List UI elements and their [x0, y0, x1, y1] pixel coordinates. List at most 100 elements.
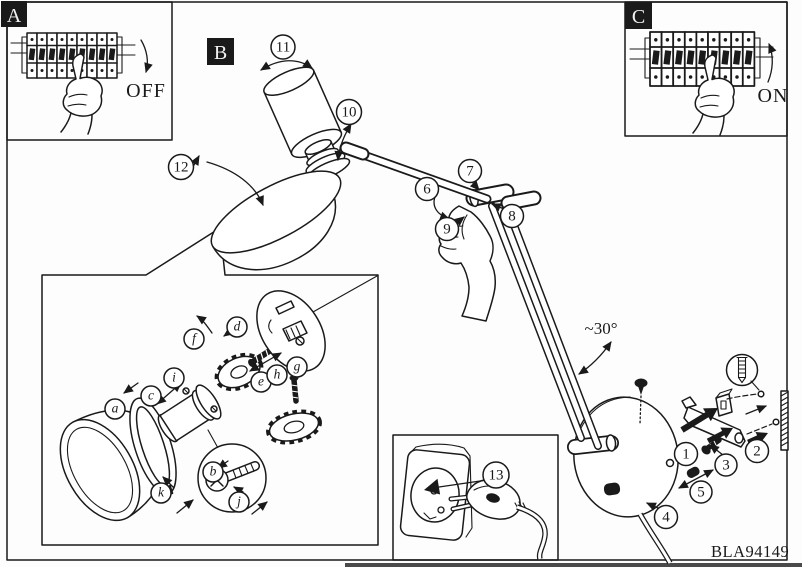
leader-5 — [678, 469, 714, 489]
callout-2: 2 — [744, 438, 770, 464]
callout-g: g — [286, 356, 308, 378]
svg-text:d: d — [234, 319, 241, 334]
breaker-on-panel: C ON — [624, 1, 789, 137]
callout-10: 10 — [335, 98, 363, 126]
swivel-angle-annotation: ~30° — [578, 319, 618, 375]
anchor-leader-1 — [726, 393, 758, 400]
callout-8: 8 — [499, 203, 525, 229]
plug-box-frame — [392, 434, 559, 561]
callout-7: 7 — [457, 158, 483, 184]
breaker-off-panel: A OFF — [1, 1, 173, 141]
on-state-text: ON — [758, 85, 789, 107]
wall-section — [780, 390, 789, 451]
wall-lamp-assembly: ~30° 1 2 3 4 5 6 7 8 9 10 11 12 — [167, 34, 789, 565]
callout-a: a — [104, 398, 126, 420]
svg-text:~30°: ~30° — [585, 319, 618, 338]
svg-text:9: 9 — [443, 221, 451, 237]
callout-j: j — [228, 491, 250, 513]
model-number: BLA94149 — [711, 542, 789, 561]
svg-text:j: j — [235, 494, 241, 509]
head-rotate-arrow — [334, 123, 352, 162]
callout-c: c — [140, 385, 162, 407]
svg-text:11: 11 — [276, 39, 290, 55]
gimbal-ring-lower — [266, 409, 322, 445]
callout-1: 1 — [673, 441, 699, 467]
svg-text:b: b — [210, 464, 217, 479]
leader-2 — [745, 405, 767, 415]
svg-text:7: 7 — [466, 163, 474, 179]
panel-c-frame — [624, 1, 788, 137]
numbered-callouts: 1 2 3 4 5 6 7 8 9 10 11 12 — [167, 34, 770, 530]
pivot-cylinder — [605, 434, 617, 452]
callout-k: k — [150, 482, 172, 504]
svg-text:6: 6 — [423, 181, 431, 197]
callout-3: 3 — [714, 453, 738, 477]
head-tilt-arrow — [260, 59, 313, 71]
scan-edge-artifact — [345, 563, 802, 567]
panel-c-label: C — [632, 6, 645, 28]
zoom-leader — [207, 429, 219, 449]
shade-sweep-arrow — [206, 161, 264, 206]
callout-9: 9 — [434, 216, 460, 242]
attach-arrow-1 — [680, 408, 718, 433]
callout-4: 4 — [653, 504, 679, 530]
lower-arm-rods — [488, 202, 602, 450]
lamp-arms — [339, 141, 619, 455]
off-state-text: OFF — [126, 80, 166, 102]
svg-text:f: f — [192, 331, 198, 346]
svg-text:10: 10 — [342, 104, 357, 120]
callout-i: i — [163, 367, 185, 389]
swivel-arc-arrow — [578, 341, 612, 375]
panel-a-label: A — [7, 5, 22, 27]
attach-arrow-3 — [706, 427, 733, 444]
svg-text:k: k — [158, 485, 165, 500]
lamp-shade — [210, 170, 342, 271]
svg-text:8: 8 — [508, 208, 516, 224]
plate-screw-hole — [665, 458, 675, 468]
turn-on-arrow — [767, 43, 777, 83]
leader-7 — [469, 180, 480, 191]
callout-13: 13 — [424, 461, 510, 495]
callout-d: d — [226, 316, 248, 338]
leader-3 — [709, 444, 724, 456]
svg-text:2: 2 — [753, 443, 761, 459]
svg-text:5: 5 — [697, 484, 705, 500]
anchor-hole-2 — [772, 418, 780, 426]
exploded-view-box: a b c d e f g h i j k — [41, 227, 379, 546]
callout-h: h — [266, 364, 288, 386]
wall-plate — [573, 396, 679, 565]
housing-detail-ellipse — [256, 290, 326, 372]
svg-text:4: 4 — [662, 509, 670, 525]
svg-text:c: c — [148, 388, 154, 403]
callout-f: f — [183, 328, 205, 350]
socket-screw — [182, 387, 218, 413]
power-plug — [448, 478, 548, 560]
svg-text:3: 3 — [722, 457, 730, 473]
wall-anchor-detail — [725, 353, 760, 391]
plug-socket-panel: 13 — [392, 434, 559, 561]
lettered-callouts: a b c d e f g h i j k — [104, 316, 308, 513]
callout-12: 12 — [167, 153, 195, 181]
svg-text:12: 12 — [174, 159, 189, 175]
callout-5: 5 — [689, 480, 713, 504]
svg-text:a: a — [112, 401, 119, 416]
adjust-knob — [603, 482, 621, 496]
leader-8 — [491, 203, 505, 212]
panel-c-label-box — [625, 2, 652, 29]
lamp-socket — [157, 384, 222, 443]
svg-text:i: i — [172, 370, 176, 385]
top-screw — [634, 378, 648, 425]
svg-text:13: 13 — [489, 467, 504, 483]
anchor-hole-1 — [757, 390, 765, 398]
callout-11: 11 — [270, 34, 296, 60]
turn-off-arrow — [140, 39, 153, 73]
svg-text:e: e — [258, 374, 264, 389]
circuit-breaker-strip — [10, 32, 136, 79]
lamp-head — [263, 66, 351, 182]
panel-b-label-box — [207, 38, 234, 65]
circuit-breaker-strip — [629, 31, 774, 87]
callout-6: 6 — [414, 176, 440, 202]
detail-leader-line — [312, 275, 378, 313]
panel-b-label: B — [214, 42, 227, 64]
